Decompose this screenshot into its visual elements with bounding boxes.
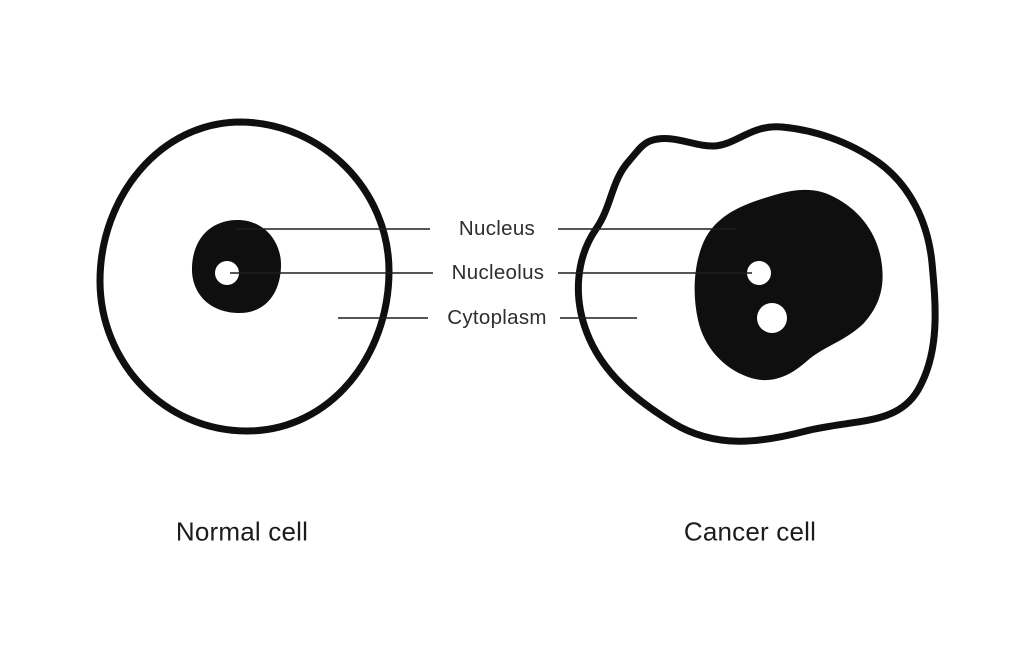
nucleolus-label: Nucleolus (451, 261, 545, 284)
cancer-cell-nucleus (694, 189, 883, 381)
normal-cell-nucleolus (215, 261, 239, 285)
cancer-cell-nucleolus-upper (747, 261, 771, 285)
cytoplasm-label: Cytoplasm (447, 306, 547, 329)
cancer-cell-nucleolus-lower (757, 303, 787, 333)
nucleus-label: Nucleus (458, 217, 536, 240)
cancer-cell-title: Cancer cell (683, 516, 817, 547)
normal-cell-title: Normal cell (175, 516, 309, 547)
